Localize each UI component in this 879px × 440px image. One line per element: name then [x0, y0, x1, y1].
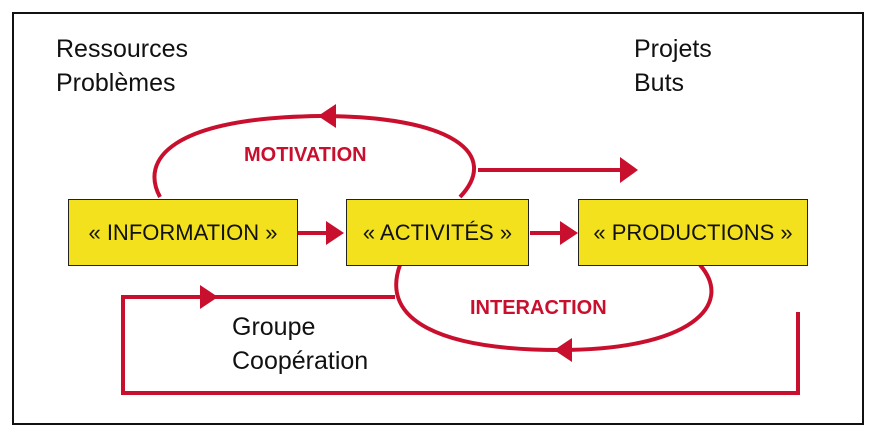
label-cooperation: Coopération: [232, 347, 369, 375]
label-projets: Projets: [634, 35, 712, 63]
group-feedback-arrowhead: [200, 285, 218, 309]
motivation-arrowhead: [318, 104, 336, 128]
label-buts: Buts: [634, 69, 685, 97]
activites-productions-arrowhead: [560, 221, 578, 245]
box-productions: « PRODUCTIONS »: [578, 199, 808, 266]
label-interaction: INTERACTION: [470, 297, 607, 319]
box-activites: « ACTIVITÉS »: [346, 199, 529, 266]
diagram-frame: [12, 12, 864, 425]
box-information: « INFORMATION »: [68, 199, 298, 266]
label-problemes: Problèmes: [56, 69, 176, 97]
label-ressources: Ressources: [56, 35, 188, 63]
group-feedback-loop: [121, 295, 800, 395]
label-motivation: MOTIVATION: [244, 144, 367, 166]
interaction-arrowhead: [554, 338, 572, 362]
motivation-exit-arrowhead: [620, 157, 638, 183]
info-activites-arrowhead: [326, 221, 344, 245]
label-groupe: Groupe: [232, 313, 316, 341]
